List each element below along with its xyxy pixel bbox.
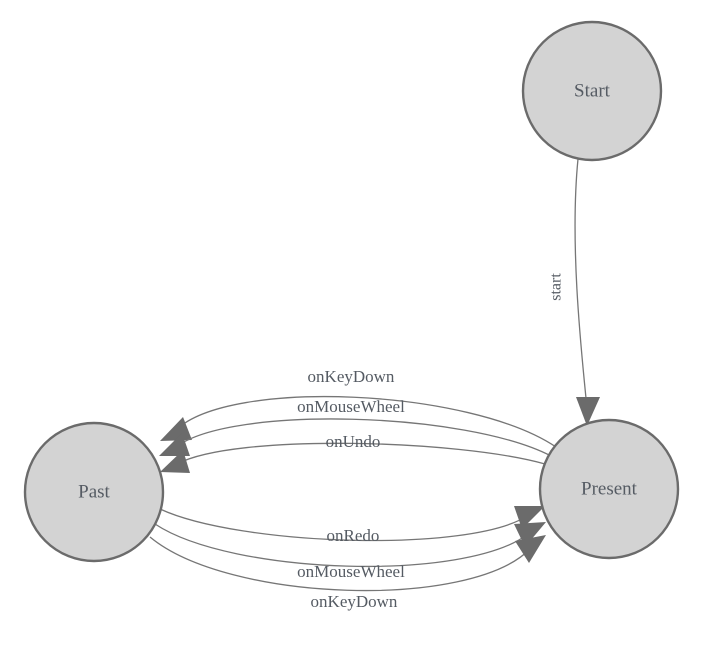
node-present[interactable]: Present (538, 418, 680, 560)
edge-onredo-path (159, 508, 528, 542)
edge-start-path (574, 158, 588, 409)
node-start[interactable]: Start (521, 20, 663, 162)
node-start-circle (521, 20, 663, 162)
node-present-circle (538, 418, 680, 560)
edge-onkeydown-present-to-past[interactable]: onKeyDown (160, 367, 557, 448)
edge-start[interactable]: start (548, 158, 600, 426)
node-start-label: Start (574, 80, 611, 101)
edge-onkeydown-dn-arrowhead (515, 535, 546, 563)
edge-onkeydown-past-to-present[interactable]: onKeyDown (149, 535, 546, 611)
edge-onmousewheel-up-path (175, 418, 552, 457)
edge-onmousewheel-up-label: onMouseWheel (297, 397, 405, 416)
edge-start-arrowhead (576, 397, 600, 426)
edge-onundo-present-to-past[interactable]: onUndo (160, 432, 546, 473)
edge-onkeydown-up-arrowhead (160, 417, 192, 441)
edge-onmousewheel-present-to-past[interactable]: onMouseWheel (159, 397, 552, 457)
edge-onkeydown-dn-path (149, 536, 531, 592)
edge-onkeydown-dn-label: onKeyDown (311, 592, 398, 611)
edge-onmousewheel-up-arrowhead (159, 433, 190, 456)
edge-onmousewheel-dn-path (154, 523, 529, 567)
edge-onkeydown-up-label: onKeyDown (308, 367, 395, 386)
edge-onundo-label: onUndo (326, 432, 381, 451)
edge-onkeydown-up-path (175, 395, 557, 448)
edge-onredo-arrowhead (514, 506, 545, 529)
node-present-label: Present (581, 478, 638, 499)
edge-onredo-past-to-present[interactable]: onRedo (159, 506, 545, 545)
edge-onundo-path (176, 442, 546, 465)
edge-start-label: start (548, 273, 565, 301)
edge-onundo-arrowhead (160, 450, 190, 473)
edge-onmousewheel-dn-label: onMouseWheel (297, 562, 405, 581)
edge-onredo-label: onRedo (327, 526, 380, 545)
node-past-circle (23, 421, 165, 563)
node-past-label: Past (78, 481, 110, 502)
node-past[interactable]: Past (23, 421, 165, 563)
edge-onmousewheel-dn-arrowhead (514, 522, 546, 547)
edge-onmousewheel-past-to-present[interactable]: onMouseWheel (154, 522, 546, 581)
